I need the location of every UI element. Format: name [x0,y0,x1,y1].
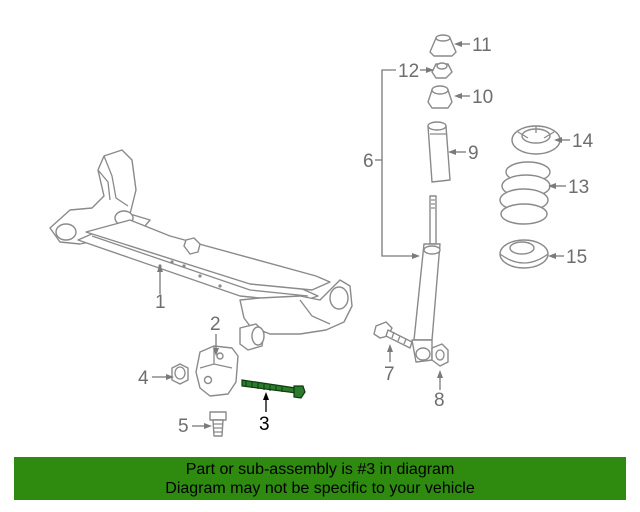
callout-3: 3 [259,414,270,435]
bolt-part-3-highlighted [241,379,306,399]
callout-11: 11 [472,35,492,56]
shock-absorber-part-6 [411,195,441,363]
banner-line-2: Diagram may not be specific to your vehi… [165,480,475,497]
dust-boot-part-9 [427,121,451,183]
callout-2: 2 [210,314,221,335]
callout-labels: 1 2 3 4 5 6 7 8 9 10 11 12 13 14 15 [138,35,594,437]
coil-spring-part-13 [499,161,551,225]
callout-13: 13 [568,177,589,198]
callout-12: 12 [398,61,419,82]
nut-part-4 [171,363,189,385]
callout-8: 8 [434,390,445,411]
bolt-part-7 [373,321,413,349]
banner-line-1: Part or sub-assembly is #3 in diagram [185,461,455,478]
axle-crossmember [49,149,353,351]
nut-part-8 [431,343,449,367]
bolt-part-5 [209,411,227,437]
bumper-part-10 [427,85,453,109]
nut-part-12 [431,62,453,79]
diagram-notice-banner: Part or sub-assembly is #3 in diagram Di… [14,457,626,500]
callout-15: 15 [566,247,587,268]
callout-14: 14 [572,131,594,152]
callout-7: 7 [384,364,395,385]
spring-seat-lower-part-15 [499,239,549,269]
callout-4: 4 [138,368,149,389]
mounting-bracket [195,345,239,397]
parts-diagram: 1 2 3 4 5 6 7 8 9 10 11 12 13 14 15 [49,34,594,437]
callout-9: 9 [468,143,479,164]
callout-1: 1 [155,292,166,313]
callout-5: 5 [178,416,189,437]
cap-part-11 [429,34,457,57]
spring-seat-upper-part-14 [511,125,561,155]
leader-lines [152,41,570,429]
callout-6: 6 [363,151,374,172]
callout-10: 10 [472,87,493,108]
